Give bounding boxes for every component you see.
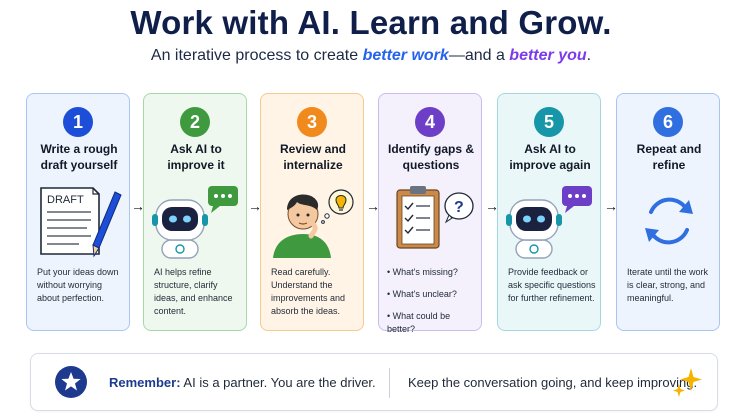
subtitle-emphasis-you: better you bbox=[509, 47, 587, 64]
flow-arrow-icon: → bbox=[366, 198, 380, 214]
reminder-banner: Remember: AI is a partner. You are the d… bbox=[30, 353, 718, 411]
step-description: Put your ideas down without worrying abo… bbox=[37, 267, 119, 303]
subtitle-middle: —and a bbox=[448, 47, 510, 64]
person-thinking-icon bbox=[273, 189, 354, 258]
question-mark: ? bbox=[454, 199, 464, 216]
flow-arrow-icon: → bbox=[604, 198, 618, 214]
step-description: Iterate until the work is clear, strong,… bbox=[627, 267, 709, 303]
subtitle-emphasis-work: better work bbox=[362, 47, 449, 64]
subtitle-prefix: An iterative process to create bbox=[150, 47, 363, 64]
draft-document-icon: DRAFT bbox=[40, 187, 122, 258]
chat-bubble-icon bbox=[208, 186, 238, 213]
bullet-item: What's unclear? bbox=[387, 288, 479, 301]
step-card-4: 4 Identify gaps & questions ? What's mis… bbox=[378, 93, 482, 334]
reminder-label: Remember: bbox=[109, 375, 181, 390]
keep-going-text: Keep the conversation going, and keep im… bbox=[408, 375, 698, 390]
step-title: Repeat and refine bbox=[636, 142, 702, 172]
step-number-badge: 6 bbox=[653, 107, 683, 137]
draft-label: DRAFT bbox=[47, 194, 84, 206]
step-number-badge: 2 bbox=[180, 107, 210, 137]
step-title: Ask AI to improve it bbox=[167, 142, 225, 172]
divider bbox=[389, 368, 390, 398]
bullet-item: What could be better? bbox=[387, 310, 479, 336]
subtitle-suffix: . bbox=[586, 47, 592, 64]
bullet-item: What's missing? bbox=[387, 266, 479, 279]
sparkle-icon bbox=[673, 368, 702, 397]
reminder-message: AI is a partner. You are the driver. bbox=[180, 375, 376, 390]
step-title: Write a rough draft yourself bbox=[40, 142, 118, 172]
reminder-text: Remember: AI is a partner. You are the d… bbox=[109, 375, 376, 390]
step-description: Provide feedback or ask specific questio… bbox=[508, 267, 596, 303]
robot-icon bbox=[152, 186, 238, 259]
step-card-1: 1 Write a rough draft yourself DRAFT Put… bbox=[26, 93, 130, 331]
step-card-5: 5 Ask AI to improve again Provide feedba… bbox=[497, 93, 601, 331]
step-bullet-list: What's missing? What's unclear? What cou… bbox=[387, 266, 479, 345]
step-title: Ask AI to improve again bbox=[509, 142, 591, 172]
question-bubble-icon: ? bbox=[444, 192, 474, 224]
page-title: Work with AI. Learn and Grow. bbox=[130, 4, 612, 41]
step-card-2: 2 Ask AI to improve it AI helps refine s… bbox=[143, 93, 247, 331]
step-number-badge: 5 bbox=[534, 107, 564, 137]
flow-arrow-icon: → bbox=[248, 198, 262, 214]
step-number-badge: 4 bbox=[415, 107, 445, 137]
chat-bubble-icon bbox=[562, 186, 592, 213]
page-subtitle: An iterative process to create better wo… bbox=[0, 47, 742, 65]
clipboard-checklist-icon: ? bbox=[396, 186, 474, 249]
robot-icon bbox=[506, 186, 592, 259]
step-number-badge: 3 bbox=[297, 107, 327, 137]
lightbulb-icon bbox=[321, 189, 354, 224]
step-card-6: 6 Repeat and refine Iterate until the wo… bbox=[616, 93, 720, 331]
flow-arrow-icon: → bbox=[131, 198, 145, 214]
flow-arrow-icon: → bbox=[485, 198, 499, 214]
step-title: Identify gaps & questions bbox=[387, 142, 474, 172]
step-title: Review and internalize bbox=[279, 142, 347, 172]
refresh-cycle-icon bbox=[645, 197, 693, 245]
step-description: AI helps refine structure, clarify ideas… bbox=[154, 267, 233, 316]
star-icon bbox=[55, 366, 87, 398]
step-description: Read carefully. Understand the improveme… bbox=[271, 267, 346, 316]
pen-icon bbox=[92, 191, 122, 258]
step-card-3: 3 Review and internalize Read carefully.… bbox=[260, 93, 364, 331]
step-number-badge: 1 bbox=[63, 107, 93, 137]
